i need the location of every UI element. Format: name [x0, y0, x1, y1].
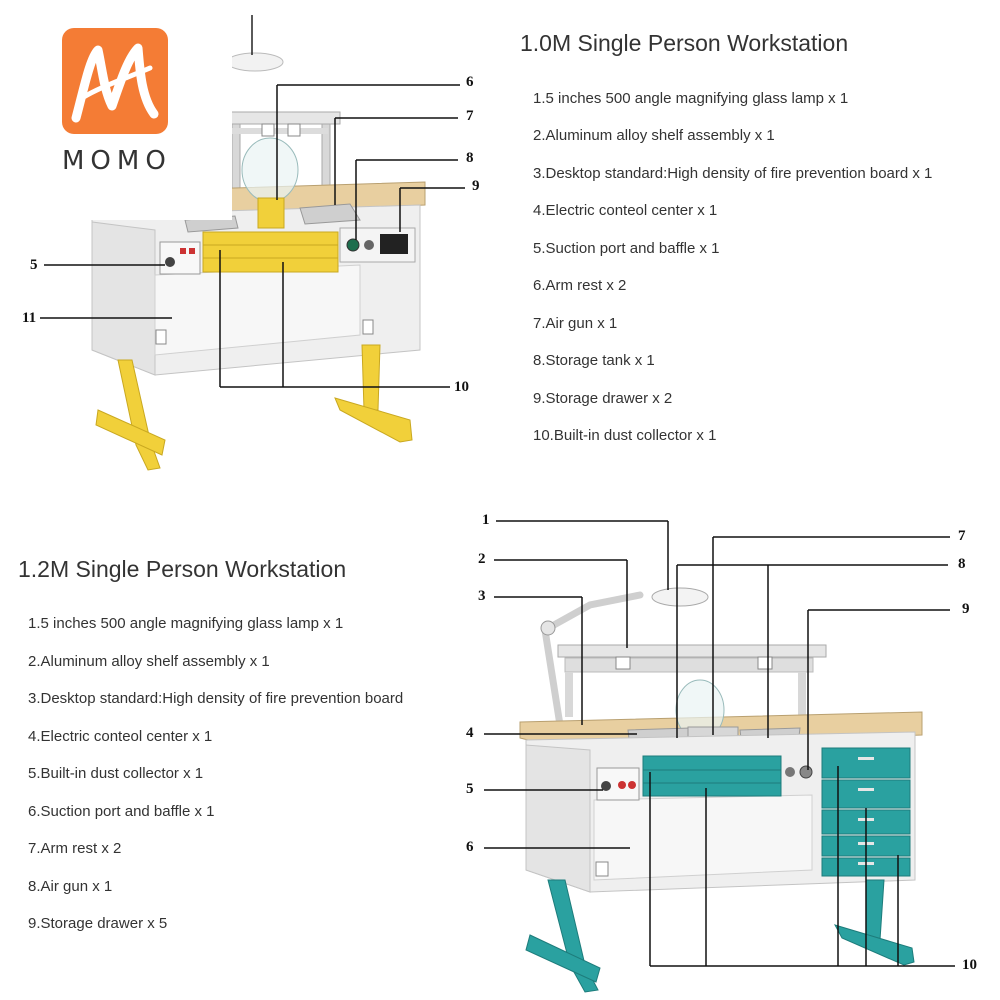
momo-logo-icon — [62, 28, 168, 134]
brand-name: MOMO — [62, 146, 172, 176]
section1-item-8: 8.Storage tank x 1 — [533, 352, 655, 369]
section2-item-7: 7.Arm rest x 2 — [28, 840, 122, 857]
callout-6: 6 — [466, 74, 474, 90]
section1-item-6: 6.Arm rest x 2 — [533, 277, 627, 294]
section1-title: 1.0M Single Person Workstation — [520, 30, 849, 56]
callout-2-10: 10 — [962, 957, 977, 973]
callout-7: 7 — [466, 108, 474, 124]
callout-10: 10 — [454, 379, 469, 395]
brand-logo: MOMO — [0, 0, 232, 220]
callout-2-9: 9 — [962, 601, 970, 617]
section1-item-4: 4.Electric conteol center x 1 — [533, 202, 718, 219]
section1-item-10: 10.Built-in dust collector x 1 — [533, 427, 717, 444]
section2-item-5: 5.Built-in dust collector x 1 — [28, 765, 204, 782]
section1-item-5: 5.Suction port and baffle x 1 — [533, 240, 720, 257]
section1-item-9: 9.Storage drawer x 2 — [533, 390, 673, 407]
callout-11: 11 — [22, 310, 37, 326]
section2-item-6: 6.Suction port and baffle x 1 — [28, 803, 215, 820]
callout-2-8: 8 — [958, 556, 966, 572]
section1-item-7: 7.Air gun x 1 — [533, 315, 618, 332]
section2-title: 1.2M Single Person Workstation — [18, 556, 347, 582]
section2-item-2: 2.Aluminum alloy shelf assembly x 1 — [28, 653, 270, 670]
section1-item-1: 1.5 inches 500 angle magnifying glass la… — [533, 90, 849, 107]
callout-9: 9 — [472, 178, 480, 194]
callout-2-3: 3 — [478, 588, 486, 604]
callout-5: 5 — [30, 257, 38, 273]
section2-item-3: 3.Desktop standard:High density of fire … — [28, 690, 404, 707]
section1-item-3: 3.Desktop standard:High density of fire … — [533, 165, 933, 182]
callout-2-5: 5 — [466, 781, 474, 797]
section2-item-9: 9.Storage drawer x 5 — [28, 915, 168, 932]
callout-2-4: 4 — [466, 725, 474, 741]
callout-8: 8 — [466, 150, 474, 166]
callout-2-7: 7 — [958, 528, 966, 544]
section2-item-8: 8.Air gun x 1 — [28, 878, 113, 895]
callout-2-2: 2 — [478, 551, 486, 567]
section1-item-2: 2.Aluminum alloy shelf assembly x 1 — [533, 127, 775, 144]
section2-item-4: 4.Electric conteol center x 1 — [28, 728, 213, 745]
callout-2-6: 6 — [466, 839, 474, 855]
section2-item-1: 1.5 inches 500 angle magnifying glass la… — [28, 615, 344, 632]
callout-2-1: 1 — [482, 512, 490, 528]
